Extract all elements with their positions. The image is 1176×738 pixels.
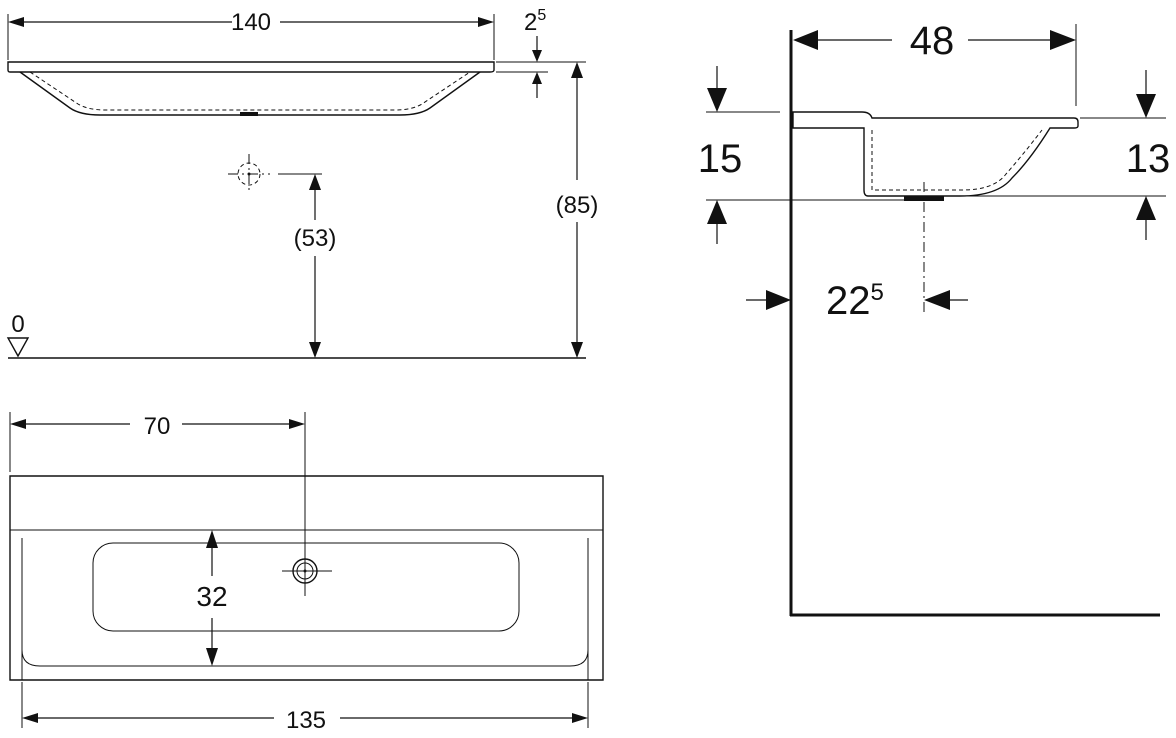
inner-width-label-135: 135: [286, 707, 326, 734]
basin-outline-top: [9, 475, 604, 681]
basin-section: [792, 111, 1079, 197]
left-height-label-15: 15: [698, 137, 743, 181]
floor-level-symbol: [6, 337, 30, 358]
right-height-label-13: 13: [1126, 137, 1171, 181]
drain-center-symbol: [228, 154, 270, 194]
drain-height-label-53: (53): [294, 225, 337, 252]
top-view: 70 32 135: [9, 412, 604, 734]
tap-offset-label-70: 70: [144, 413, 171, 440]
side-view: 48 15 13 225: [698, 19, 1171, 617]
drain-offset-label: 225: [826, 279, 884, 323]
basin-inner-edge: [21, 538, 589, 667]
bowl-opening: [92, 542, 520, 632]
height-label-85: (85): [556, 192, 599, 219]
drain-outlet: [240, 112, 258, 116]
bowl-depth-label-32: 32: [196, 581, 227, 612]
drain-outlet-side: [904, 196, 944, 201]
tap-hole: [282, 540, 332, 596]
floor-label-0: 0: [11, 311, 24, 338]
basin-bowl-inner: [29, 71, 471, 111]
depth-label-48: 48: [910, 19, 955, 63]
basin-bowl-outline: [19, 71, 481, 116]
rim-thickness-label: 25: [524, 7, 546, 36]
width-label-140: 140: [231, 9, 271, 36]
basin-section-inner: [871, 129, 1043, 191]
front-view: 140 25 (85) (53) 0: [6, 7, 599, 359]
basin-rim: [7, 61, 495, 73]
